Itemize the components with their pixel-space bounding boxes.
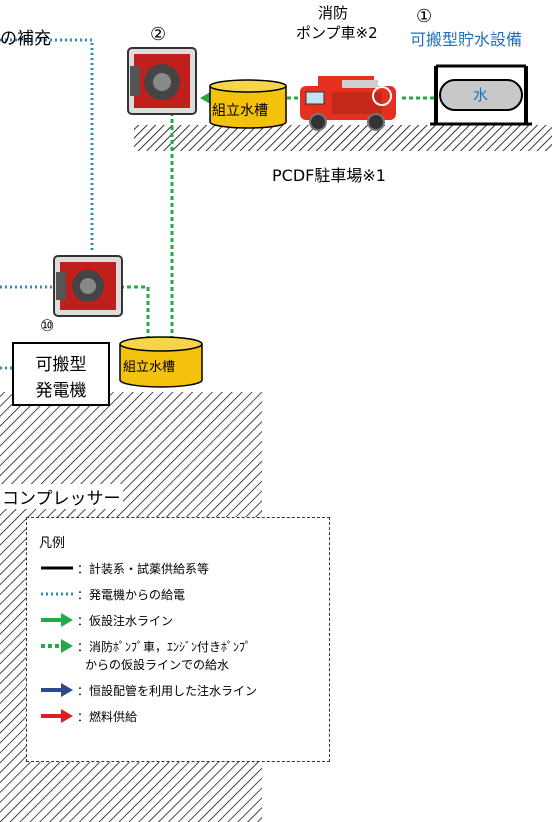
tank-water-label: 水 <box>473 86 489 104</box>
legend-box: 凡例 ：計装系・試薬供給系等 ：発電機からの給電 ：仮設注水ライン ：消防ﾎﾟﾝ… <box>26 517 330 762</box>
compressor-label: コンプレッサー <box>0 484 123 509</box>
legend-label: ：消防ﾎﾟﾝﾌﾟ車，ｴﾝｼﾞﾝ付きﾎﾟﾝﾌﾟ <box>77 640 252 654</box>
navy-arrow-icon <box>41 683 73 697</box>
power-line-top <box>0 38 94 252</box>
legend-item-firetruck-water-cont: からの仮設ラインでの給水 <box>35 654 325 676</box>
legend-label: ：仮設注水ライン <box>77 614 174 628</box>
legend-item-permanent-pipe: ：恒設配管を利用した注水ライン <box>35 680 325 702</box>
arrowhead-to-pump <box>200 91 212 105</box>
supply-label-fragment: の補充 <box>0 29 51 49</box>
assembled-tank-bottom-icon <box>119 336 203 388</box>
legend-label: ：恒設配管を利用した注水ライン <box>77 684 258 698</box>
red-arrow-icon <box>41 709 73 723</box>
fire-truck-label-line1: 消防 <box>318 4 349 22</box>
dotted-line-icon <box>41 592 73 596</box>
marker-2: ② <box>150 24 167 45</box>
power-lines <box>0 38 94 370</box>
assembled-tank-top-icon <box>209 79 287 129</box>
engine-pump-top-icon <box>127 47 197 115</box>
legend-item-temp-water: ：仮設注水ライン <box>35 610 325 632</box>
legend-item-fuel: ：燃料供給 <box>35 706 325 728</box>
marker-1: ① <box>416 6 433 27</box>
legend-item-instrumentation: ：計装系・試薬供給系等 <box>35 558 325 580</box>
fire-truck-label-line2: ポンプ車※2 <box>296 24 378 42</box>
pcdf-parking-label: PCDF駐車場※1 <box>272 166 386 185</box>
marker-10: ⑩ <box>40 316 55 335</box>
fire-truck-icon <box>300 76 396 131</box>
portable-tank-icon <box>430 64 532 126</box>
solid-line-icon <box>41 566 73 570</box>
green-dashed-arrow-icon <box>41 639 73 653</box>
generator-label-line2: 発電機 <box>35 381 87 401</box>
assembled-tank-bottom-label: 組立水槽 <box>123 360 176 375</box>
portable-generator-box: 可搬型 発電機 <box>12 342 110 406</box>
legend-label: ：計装系・試薬供給系等 <box>77 562 210 576</box>
legend-label: ：燃料供給 <box>77 710 138 724</box>
green-arrow-icon <box>41 613 73 627</box>
parking-ground-hatch <box>134 125 552 151</box>
legend-label: からの仮設ラインでの給水 <box>85 658 230 672</box>
portable-tank-label: 可搬型貯水設備 <box>410 30 523 49</box>
engine-pump-middle-icon <box>53 255 123 317</box>
legend-item-firetruck-water: ：消防ﾎﾟﾝﾌﾟ車，ｴﾝｼﾞﾝ付きﾎﾟﾝﾌﾟ <box>35 636 325 658</box>
legend-label: ：発電機からの給電 <box>77 588 186 602</box>
water-line-pump2-to-tank <box>120 285 150 356</box>
generator-label-line1: 可搬型 <box>35 355 87 375</box>
assembled-tank-top-label: 組立水槽 <box>212 103 268 119</box>
legend-title: 凡例 <box>39 536 66 551</box>
legend-item-power: ：発電機からの給電 <box>35 584 325 606</box>
